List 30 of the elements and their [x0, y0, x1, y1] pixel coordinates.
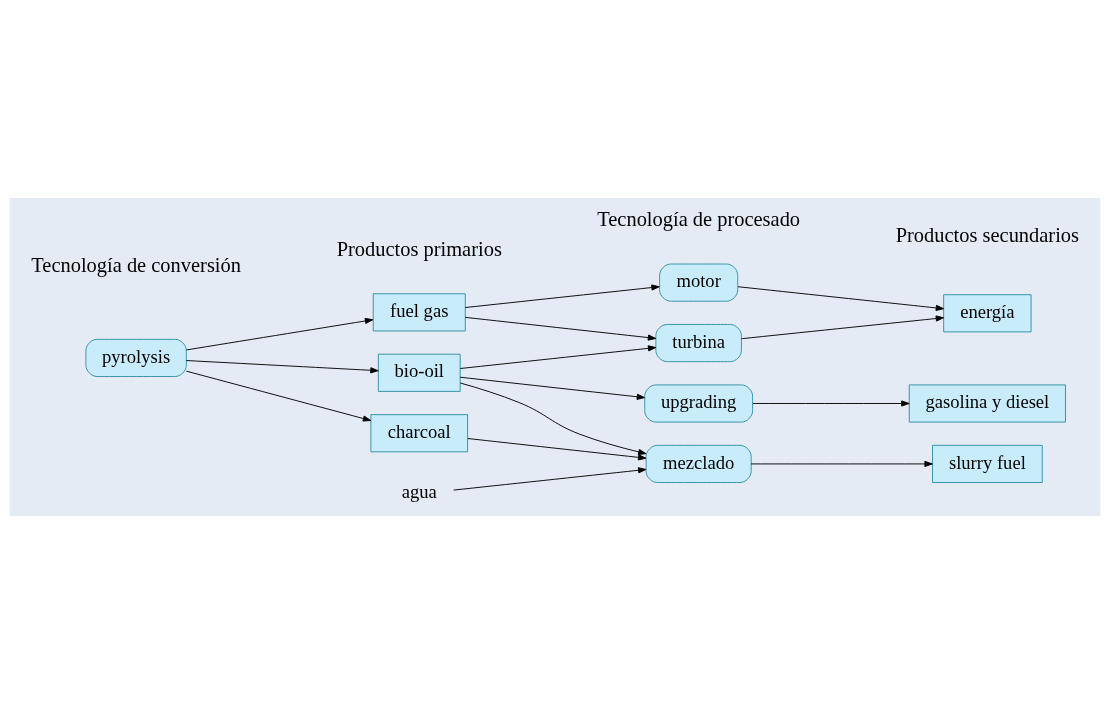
arrow [752, 400, 910, 407]
arrow [453, 467, 647, 491]
label: Productos secundarios [895, 224, 1080, 247]
arrow [459, 382, 647, 455]
arrow [464, 316, 657, 341]
node-box: upgrading [644, 384, 754, 423]
arrow [741, 315, 945, 340]
node-box: gasolina y diesel [908, 384, 1066, 423]
arrow [464, 284, 660, 308]
arrow [467, 438, 647, 461]
arrow [185, 317, 374, 351]
arrow [185, 370, 372, 422]
arrow [185, 360, 379, 374]
node-box: bio-oil [377, 353, 461, 392]
node-box: slurry fuel [932, 444, 1043, 483]
node-box: motor [659, 263, 739, 302]
node-box: pyrolysis [85, 338, 187, 377]
node-box: fuel gas [372, 293, 466, 332]
label: Productos primarios [336, 238, 502, 261]
node-box: mezclado [645, 444, 752, 483]
node-text: agua [401, 481, 437, 503]
arrow [750, 460, 933, 467]
arrow [459, 376, 646, 400]
label: Tecnología de procesado [597, 208, 801, 231]
node-box: charcoal [370, 414, 469, 453]
arrow [459, 345, 657, 369]
node-box: turbina [655, 324, 742, 363]
node-box: energía [943, 294, 1032, 333]
label: Tecnología de conversión [31, 254, 241, 277]
arrow [737, 286, 945, 311]
